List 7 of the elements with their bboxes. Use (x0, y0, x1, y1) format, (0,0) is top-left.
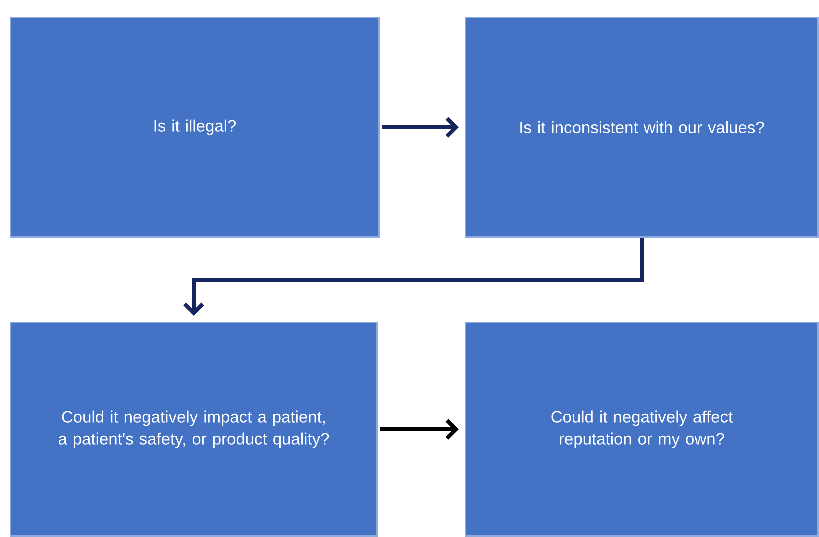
question-box: Is it inconsistent with our values? (465, 17, 819, 238)
arrow (380, 419, 459, 440)
question-box: Could it negatively impact a patient, a patient's safety, or product quality? (10, 322, 378, 537)
question-box: Could it negatively affect reputation or my own? (465, 322, 819, 537)
arrow (184, 238, 644, 316)
arrow (382, 117, 459, 138)
question-box: Is it illegal? (10, 17, 380, 238)
